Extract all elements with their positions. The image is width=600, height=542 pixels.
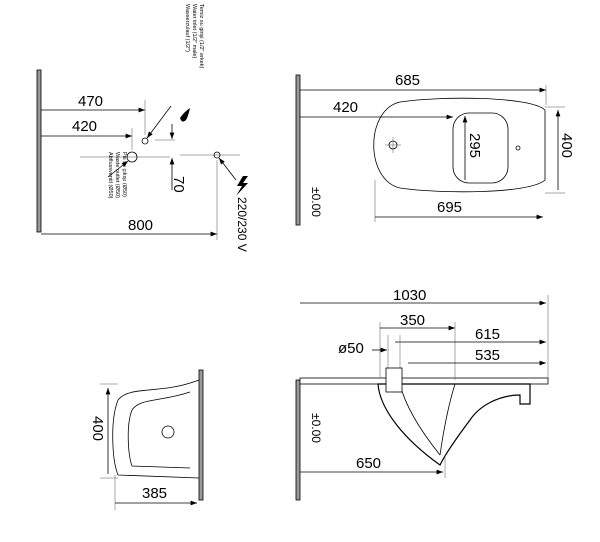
drain <box>161 425 175 439</box>
wall <box>198 369 204 501</box>
dim-535: 535 <box>475 347 500 364</box>
dim-420: 420 <box>72 118 97 135</box>
note-line: Waste outlet (Ø50) <box>114 152 120 198</box>
dim-420: 420 <box>333 99 358 116</box>
note-line: Abflussventil (Ø50) <box>107 152 113 199</box>
wall <box>295 74 301 226</box>
wall <box>36 69 42 233</box>
waste-pipe <box>385 367 403 393</box>
side-section: 1030 350 615 535 ø50 650 ±0.00 <box>295 287 549 501</box>
basin-inner-outline <box>127 391 191 469</box>
wall <box>295 379 301 501</box>
level-label: ±0.00 <box>309 187 323 217</box>
dim-800: 800 <box>128 217 153 234</box>
overflow-hole <box>515 145 521 151</box>
connection-plan: 470 420 800 70 220/230 V Temiz su girişi… <box>36 4 249 252</box>
dim-695: 695 <box>437 199 462 216</box>
basin-section <box>377 383 531 466</box>
dim-70: 70 <box>170 176 187 193</box>
dim-295: 295 <box>466 133 483 158</box>
dim-400: 400 <box>89 416 106 441</box>
lightning-icon <box>236 176 248 196</box>
dim-1030: 1030 <box>393 287 426 304</box>
basin-outline <box>373 97 546 193</box>
note-line: Pis su çıkışı (Ø50) <box>121 152 127 197</box>
water-inlet-note: Temiz su girişi (1/2" erkek) Water inlet… <box>184 4 204 68</box>
countertop <box>299 377 549 385</box>
dim-615: 615 <box>475 326 500 343</box>
waste-outlet-point <box>126 151 138 163</box>
voltage-label: 220/230 V <box>235 197 249 252</box>
note-line: Water inlet (1/2" male) <box>191 4 197 58</box>
dim-685: 685 <box>395 72 420 89</box>
note-line: Temiz su girişi (1/2" erkek) <box>198 4 204 68</box>
dim-385: 385 <box>142 485 167 502</box>
level-label: ±0.00 <box>309 413 323 443</box>
water-inlet-point <box>141 137 149 145</box>
basin-side-outline <box>112 379 200 479</box>
dim-diameter-50: ø50 <box>338 340 364 357</box>
electric-point <box>213 151 221 159</box>
note-line: Wasserzulauf (1/2") <box>184 4 190 52</box>
water-drop-icon <box>180 108 190 122</box>
dim-350: 350 <box>400 312 425 329</box>
dim-470: 470 <box>78 93 103 110</box>
dim-650: 650 <box>356 455 381 472</box>
waste-outlet-note: Pis su çıkışı (Ø50) Waste outlet (Ø50) A… <box>107 152 127 199</box>
dim-400: 400 <box>558 133 575 158</box>
top-view: 685 420 295 400 695 ±0.00 <box>295 72 575 226</box>
front-view: 400 385 <box>89 369 204 510</box>
bowl-outline <box>452 112 509 184</box>
